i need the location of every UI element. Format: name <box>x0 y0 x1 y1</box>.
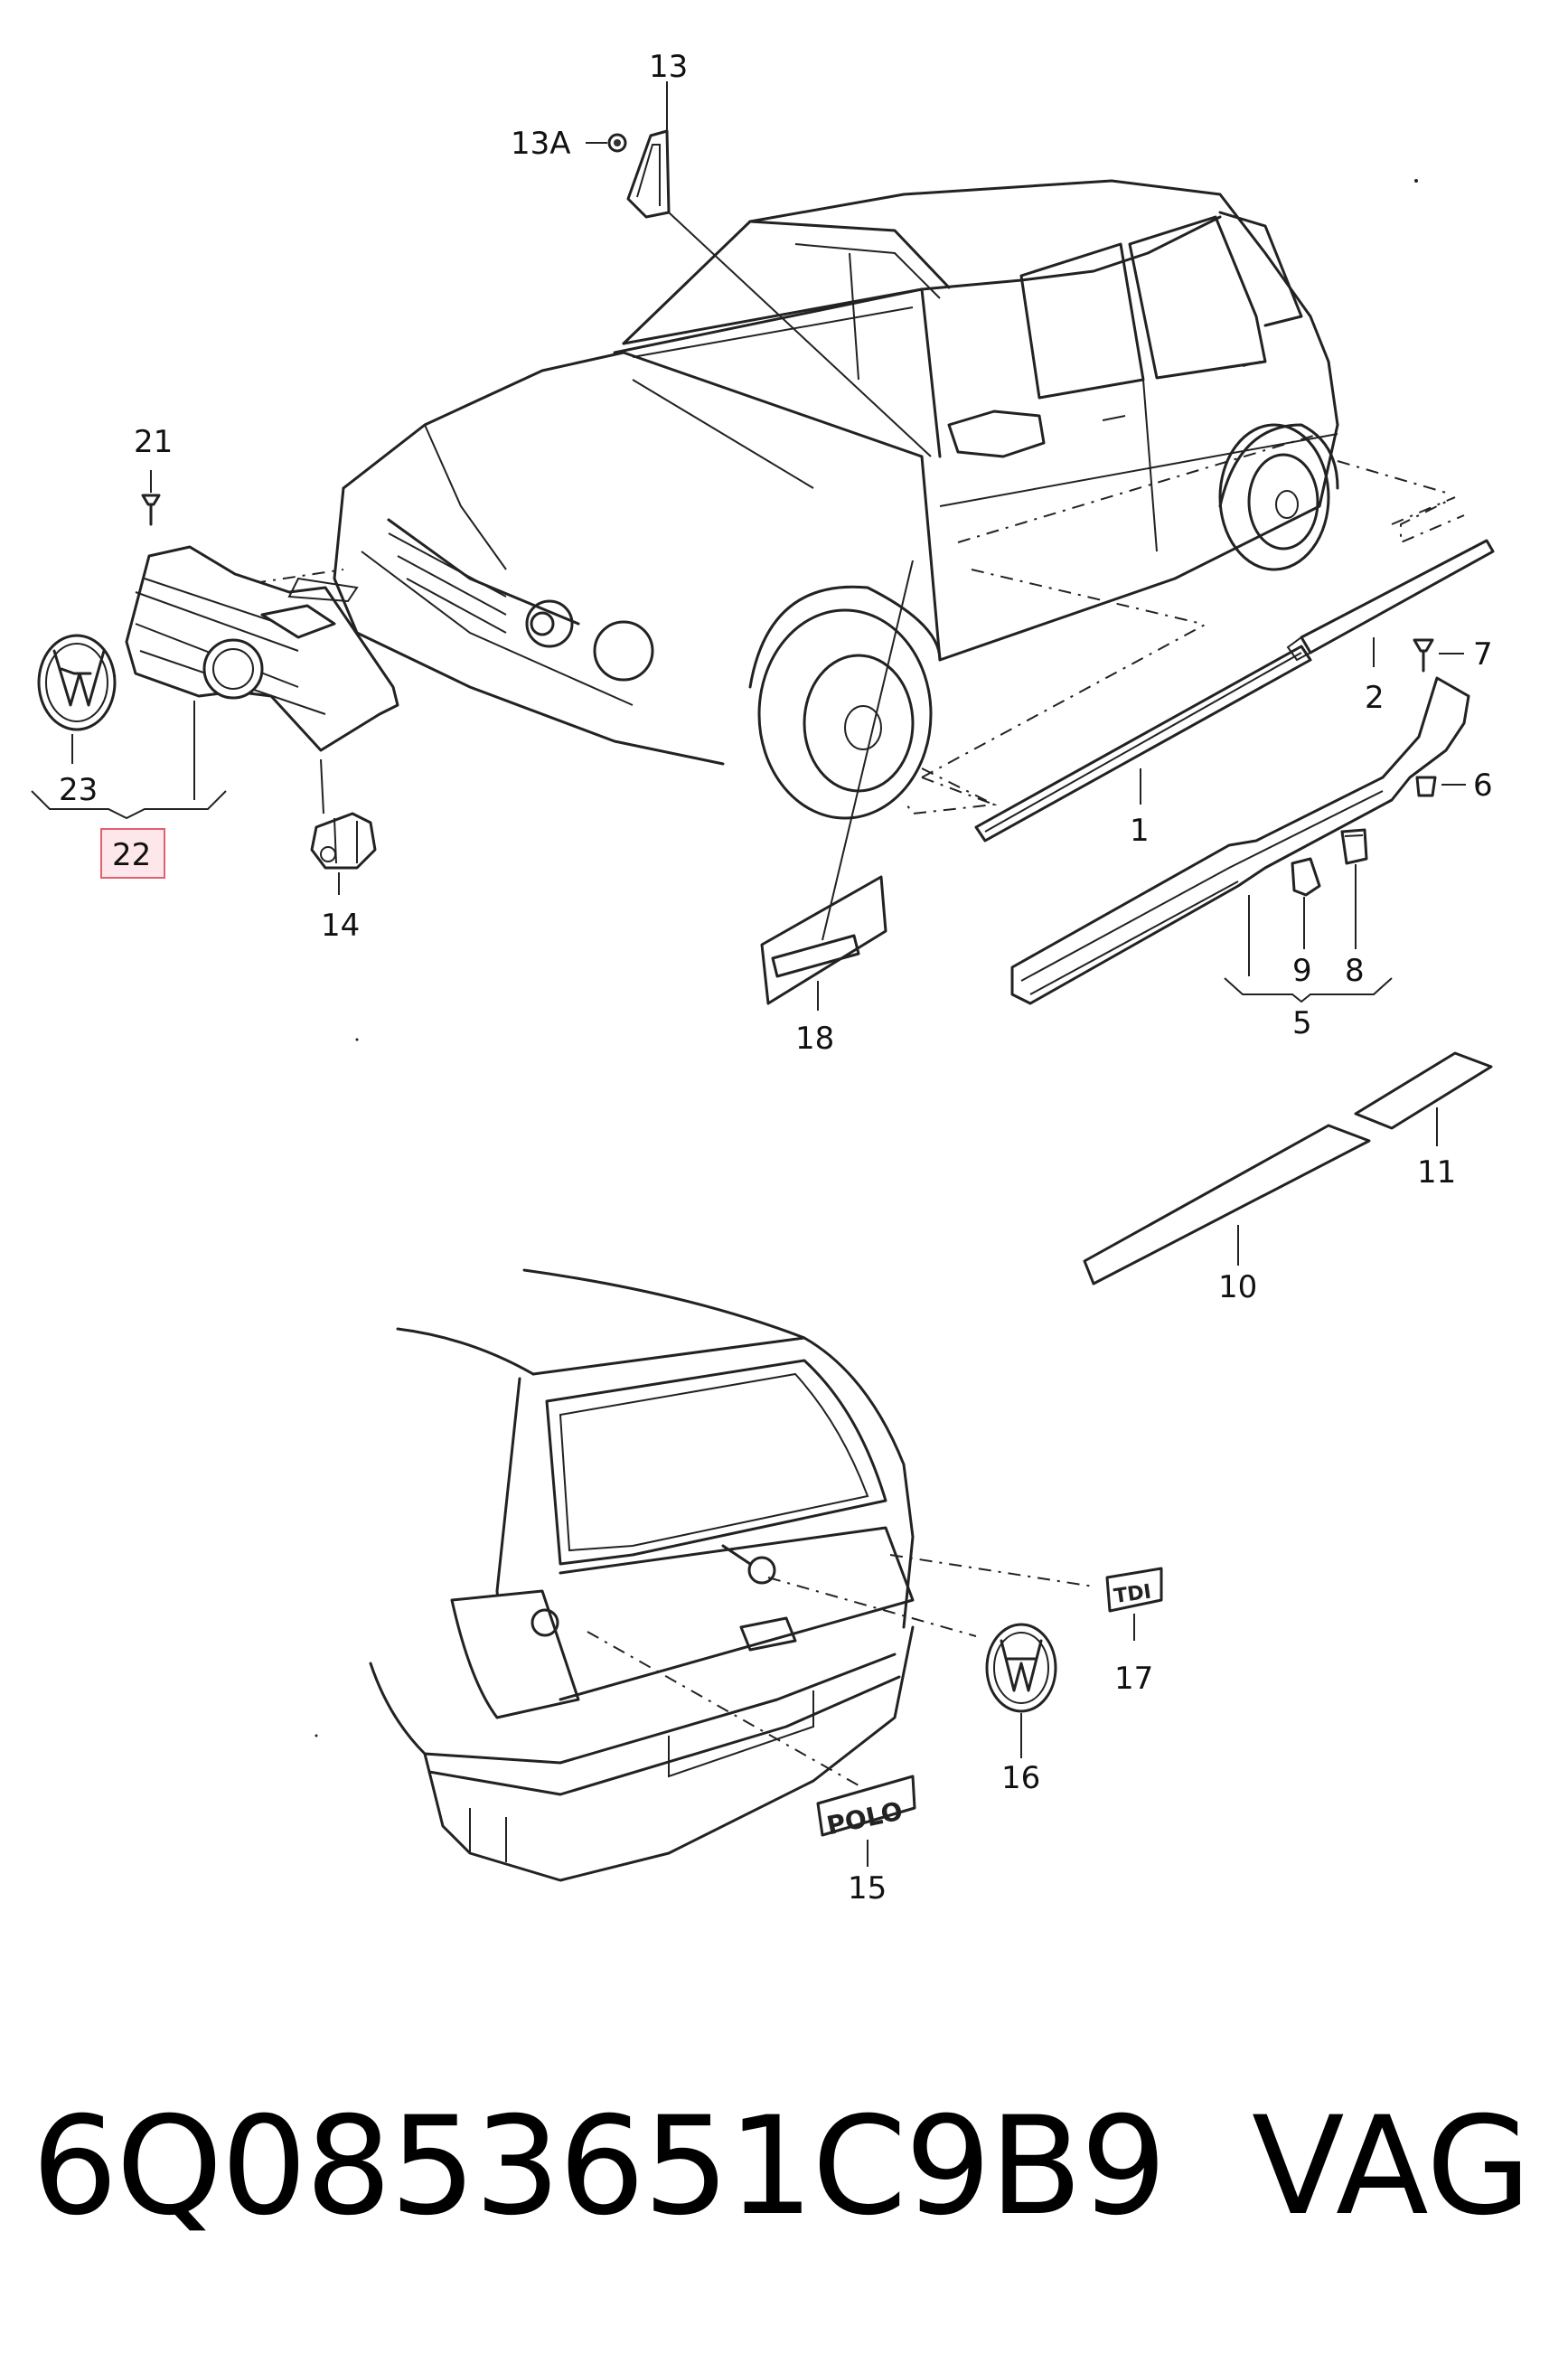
label-16: 16 <box>1001 1760 1040 1796</box>
label-21: 21 <box>134 424 173 460</box>
car-rear-view <box>369 1268 915 1882</box>
label-22: 22 <box>112 837 151 873</box>
rear-guide-lines <box>587 1554 1094 1786</box>
label-11: 11 <box>1417 1154 1456 1191</box>
tdi-badge-text: TDI <box>1113 1581 1153 1609</box>
part-8-clip <box>1340 828 1368 949</box>
brand-text: VAG <box>1252 2088 1532 2246</box>
bracket-22-23 <box>31 790 227 820</box>
label-9: 9 <box>1292 953 1312 989</box>
part-18-side-badge <box>760 560 914 1011</box>
part-number-text: 6Q0853651C9B9 <box>32 2088 1167 2246</box>
part-15-polo-badge: POLO <box>816 1775 916 1867</box>
part-16-vw-emblem-rear <box>985 1623 1057 1758</box>
label-1: 1 <box>1130 813 1150 849</box>
part-21-screw <box>141 470 161 526</box>
guide-lines <box>193 460 1465 815</box>
part-5-sill-cover <box>1010 676 1470 1005</box>
label-5: 5 <box>1292 1005 1312 1041</box>
part-22-grille <box>125 545 399 800</box>
part-9-clip <box>1291 857 1321 949</box>
part-14-bracket <box>310 758 377 895</box>
part-23-vw-emblem-front <box>37 634 117 764</box>
label-13a: 13A <box>511 126 571 162</box>
label-13: 13 <box>649 49 688 85</box>
part-10-strip <box>1083 1124 1371 1285</box>
part-13-quarter-trim <box>586 81 932 457</box>
part-11-strip <box>1354 1051 1493 1146</box>
label-6: 6 <box>1473 767 1493 804</box>
part-1-sill-trim <box>974 645 1312 843</box>
car-front-view <box>333 179 1339 820</box>
label-15: 15 <box>848 1870 887 1907</box>
part-2-door-trim <box>1286 539 1495 667</box>
part-17-tdi-badge: TDI <box>1105 1567 1163 1641</box>
label-14: 14 <box>321 908 360 944</box>
label-17: 17 <box>1114 1661 1153 1697</box>
part-7-screw <box>1413 638 1464 673</box>
label-23: 23 <box>59 772 98 808</box>
label-10: 10 <box>1218 1269 1257 1305</box>
highlight-box-22 <box>100 828 165 879</box>
label-2: 2 <box>1365 680 1385 716</box>
part-6-clip <box>1415 776 1466 797</box>
label-18: 18 <box>795 1021 834 1057</box>
label-7: 7 <box>1473 636 1493 673</box>
label-8: 8 <box>1345 953 1365 989</box>
